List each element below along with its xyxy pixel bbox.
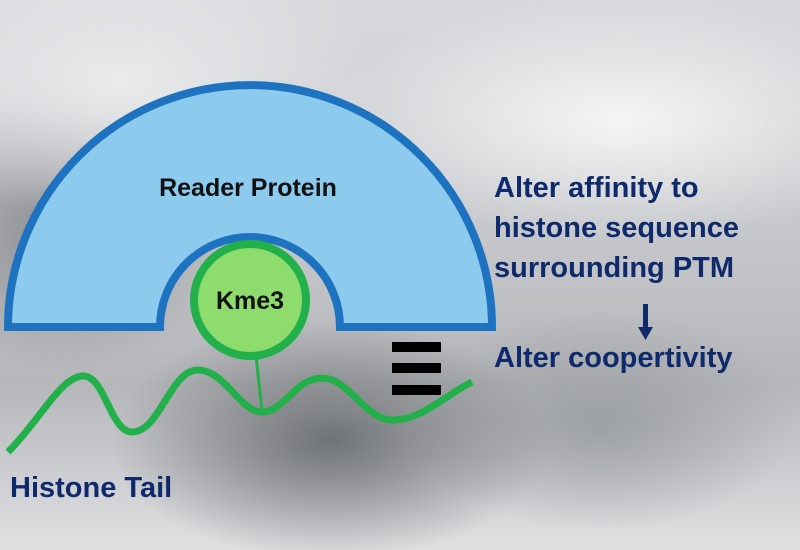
result-text: Alter coopertivity: [494, 342, 733, 374]
histone-tail-wave: [5, 366, 474, 455]
equals-bars-icon: [392, 342, 441, 395]
reader-protein-shape: [3, 81, 497, 331]
kme3-label: Kme3: [216, 287, 284, 315]
kme3-circle: [190, 240, 310, 360]
right-text-line-1: Alter affinity to: [494, 172, 699, 204]
reader-protein-label: Reader Protein: [159, 174, 337, 202]
histone-tail-label: Histone Tail: [10, 472, 173, 504]
down-arrow-icon: [638, 304, 653, 340]
right-text-line-3: surrounding PTM: [494, 252, 735, 284]
right-text-line-2: histone sequence: [494, 212, 739, 244]
kme3-stem: [254, 355, 264, 411]
